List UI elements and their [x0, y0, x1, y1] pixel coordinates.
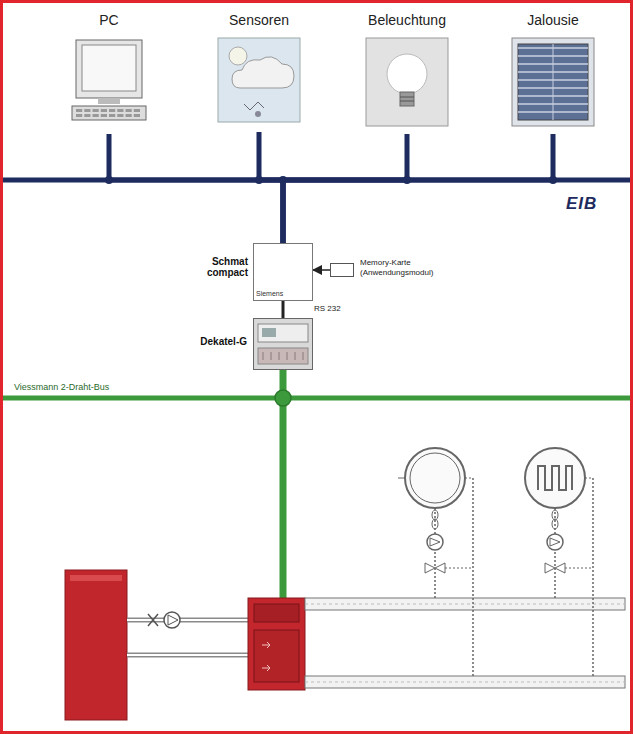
device-name: Dekatel-G — [200, 336, 247, 347]
device-name: Schmat compact — [186, 256, 248, 278]
device-icon: Beleuchtung — [364, 12, 450, 134]
connector — [313, 269, 330, 271]
gateway-device: Dekatel-G — [253, 318, 313, 370]
bus-junction — [275, 390, 291, 406]
boiler-pipes — [127, 620, 248, 655]
two-wire-bus — [3, 396, 630, 401]
bus-name: Viessmann 2-Draht-Bus — [14, 382, 109, 392]
device-label: Jalousie — [490, 12, 616, 28]
flow-arrows — [262, 642, 270, 671]
return-manifold — [305, 676, 625, 688]
device-label: Beleuchtung — [344, 12, 470, 28]
gateway-picture — [253, 318, 313, 370]
device-picture — [510, 36, 596, 134]
unit-body — [254, 630, 299, 682]
heating-control-unit — [248, 598, 305, 690]
maker-name: Siemens — [256, 290, 310, 297]
bus-drop — [259, 132, 283, 243]
device-label: Sensoren — [196, 12, 322, 28]
device-label: PC — [48, 12, 170, 28]
floor-heating-circuit — [525, 448, 593, 676]
card-label: Memory-Karte (Anwendungsmodul) — [360, 258, 456, 277]
boiler-pump — [148, 612, 180, 628]
supply-manifold — [305, 598, 625, 610]
device-icon: PC — [68, 12, 150, 134]
device-icon: Jalousie — [510, 12, 596, 134]
connector-label: RS 232 — [313, 304, 342, 313]
boiler — [65, 570, 127, 720]
memory-card: Memory-Karte (Anwendungsmodul) — [330, 263, 354, 277]
bus-drop — [283, 134, 553, 243]
boiler-top — [70, 575, 122, 581]
radiator-circuit — [398, 448, 473, 676]
device-picture — [216, 36, 302, 132]
bus-logo: EIB — [566, 194, 597, 214]
interface-box: Schmat compactSiemens — [253, 243, 313, 301]
device-picture — [68, 36, 150, 134]
device-picture — [364, 36, 450, 134]
bus-drop — [283, 134, 407, 243]
device-icon: Sensoren — [216, 12, 302, 132]
control-panel — [254, 604, 299, 622]
connector — [282, 301, 285, 318]
